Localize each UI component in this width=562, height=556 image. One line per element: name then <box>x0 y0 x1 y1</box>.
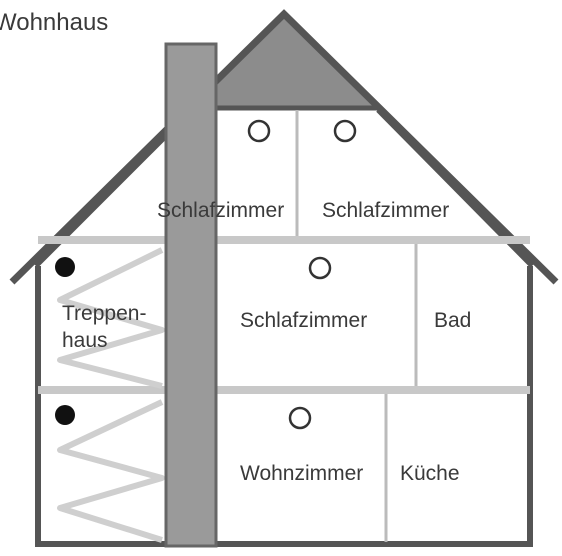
room-label-stairwell-line2: haus <box>62 329 108 352</box>
room-label-attic-left: Schlafzimmer <box>157 199 284 222</box>
smoke-detector-filled-icon <box>55 257 75 277</box>
room-label-kitchen: Küche <box>400 462 460 485</box>
roof-gable <box>192 14 378 108</box>
room-label-attic-right: Schlafzimmer <box>322 199 449 222</box>
chimney <box>164 42 218 548</box>
room-label-stairwell-line1: Treppen- <box>62 302 146 325</box>
upper-floor-slab <box>38 386 530 394</box>
roof-outline <box>9 9 559 285</box>
room-label-bath: Bad <box>434 309 471 332</box>
smoke-detector-icon <box>288 406 312 430</box>
smoke-detector-icon <box>247 119 271 143</box>
smoke-detector-icon <box>308 256 332 280</box>
diagram-title: Wohnhaus <box>0 9 108 36</box>
attic-floor-slab <box>38 236 530 244</box>
room-label-living-room: Wohnzimmer <box>240 462 363 485</box>
smoke-detector-filled-icon <box>55 405 75 425</box>
stairs-upper <box>57 247 165 389</box>
smoke-detector-icon <box>333 119 357 143</box>
stairs-lower <box>57 399 165 543</box>
room-label-upper-bedroom: Schlafzimmer <box>240 309 367 332</box>
